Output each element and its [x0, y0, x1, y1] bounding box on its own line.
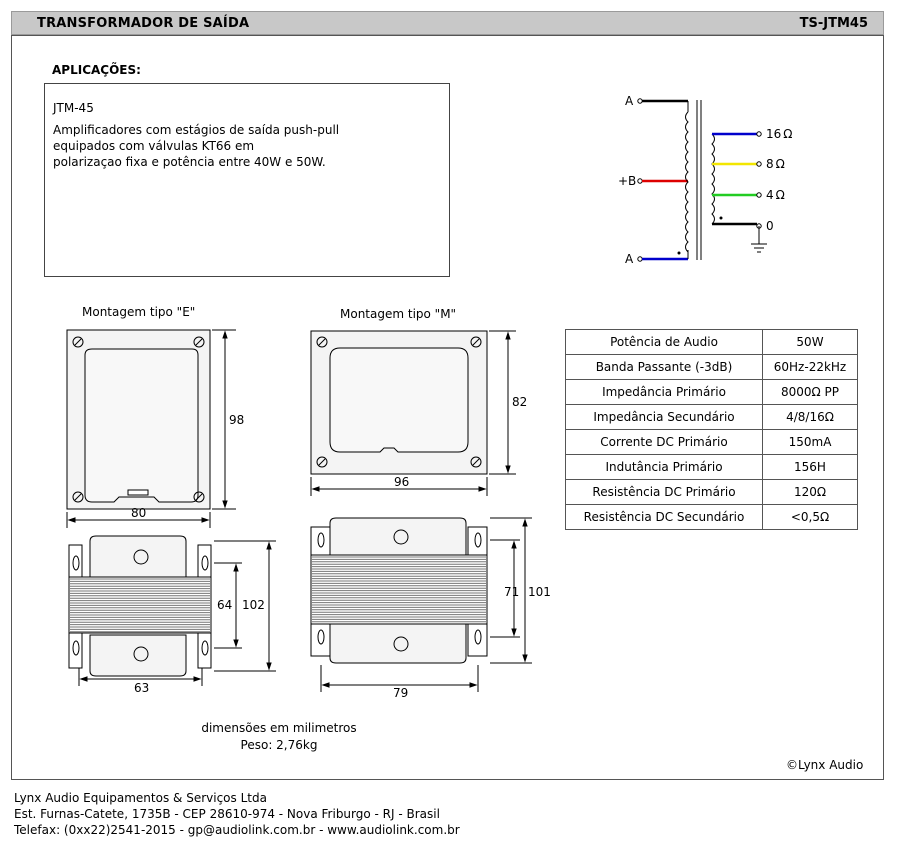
spec-param: Potência de Audio: [565, 329, 763, 355]
tap-16: 16: [766, 127, 781, 141]
applications-line-3: polarizaçao fixa e potência entre 40W e …: [53, 155, 326, 169]
dim-e-width: 80: [131, 506, 146, 520]
svg-text:16Ω: 16Ω: [766, 127, 792, 141]
spec-value: 120Ω: [762, 479, 858, 505]
dim-m-height: 82: [512, 395, 527, 409]
company-name: Lynx Audio Equipamentos & Serviços Ltda: [14, 791, 267, 805]
tap-8: 8: [766, 157, 774, 171]
mounting-e-top-view: [66, 329, 236, 528]
lead-b-plus: +B: [618, 174, 636, 188]
ohm-symbol: Ω: [776, 157, 785, 171]
dimensions-note: dimensões em milimetros Peso: 2,76kg: [196, 720, 362, 754]
spec-param: Impedância Secundário: [565, 404, 763, 430]
spec-param: Resistência DC Secundário: [565, 504, 763, 530]
ohm-symbol: Ω: [776, 188, 785, 202]
mounting-e-side-view: [68, 535, 276, 686]
company-address: Est. Furnas-Catete, 1735B - CEP 28610-97…: [14, 807, 440, 821]
applications-label: APLICAÇÕES:: [52, 63, 141, 77]
applications-box: JTM-45 Amplificadores com estágios de sa…: [44, 83, 450, 277]
spec-value: 4/8/16Ω: [762, 404, 858, 430]
mounting-m-label: Montagem tipo "M": [340, 307, 457, 321]
screw-icon: [193, 491, 205, 503]
spec-param: Corrente DC Primário: [565, 429, 763, 455]
dim-m-width: 96: [394, 475, 409, 489]
spec-value: 60Hz-22kHz: [762, 354, 858, 380]
mounting-m-side-view: [310, 517, 532, 692]
spec-value: 156H: [762, 454, 858, 480]
dim-m-inner-height: 71: [504, 585, 519, 599]
screw-icon: [193, 336, 205, 348]
spec-value: 50W: [762, 329, 858, 355]
screw-icon: [72, 336, 84, 348]
dim-m-bottom-width: 79: [393, 686, 408, 700]
weight-text: Peso: 2,76kg: [240, 738, 318, 752]
tap-0: 0: [766, 219, 774, 233]
spec-value: <0,5Ω: [762, 504, 858, 530]
dim-e-bottom-width: 63: [134, 681, 149, 695]
svg-text:4Ω: 4Ω: [766, 188, 785, 202]
spec-row: Resistência DC Secundário<0,5Ω: [565, 504, 858, 530]
applications-model: JTM-45: [53, 101, 94, 115]
tap-4: 4: [766, 188, 774, 202]
spec-param: Resistência DC Primário: [565, 479, 763, 505]
screw-icon: [72, 491, 84, 503]
spec-param: Indutância Primário: [565, 454, 763, 480]
header-bar: TRANSFORMADOR DE SAÍDA TS-JTM45: [11, 11, 884, 35]
applications-line-2: equipados com válvulas KT66 em: [53, 139, 255, 153]
screw-icon: [316, 456, 328, 468]
footer: Lynx Audio Equipamentos & Serviços Ltda …: [14, 790, 460, 838]
ohm-symbol: Ω: [783, 127, 792, 141]
lead-a-top: A: [625, 94, 634, 108]
spec-param: Banda Passante (-3dB): [565, 354, 763, 380]
spec-row: Banda Passante (-3dB)60Hz-22kHz: [565, 354, 858, 380]
dim-e-outer-height: 102: [242, 598, 265, 612]
spec-param: Impedância Primário: [565, 379, 763, 405]
mounting-e-label: Montagem tipo "E": [82, 305, 196, 319]
dim-e-height: 98: [229, 413, 244, 427]
screw-icon: [316, 336, 328, 348]
document-title: TRANSFORMADOR DE SAÍDA: [37, 16, 250, 31]
mounting-m-top-view: [310, 330, 516, 496]
svg-text:8Ω: 8Ω: [766, 157, 785, 171]
datasheet-frame: [11, 35, 884, 780]
applications-line-1: Amplificadores com estágios de saída pus…: [53, 123, 340, 137]
company-contact: Telefax: (0xx22)2541-2015 - gp@audiolink…: [14, 823, 460, 837]
dim-e-inner-height: 64: [217, 598, 232, 612]
dim-m-outer-height: 101: [528, 585, 551, 599]
dimensions-unit-text: dimensões em milimetros: [201, 721, 357, 735]
spec-value: 150mA: [762, 429, 858, 455]
product-code: TS-JTM45: [799, 16, 868, 31]
lead-a-bottom: A: [625, 252, 634, 266]
screw-icon: [470, 336, 482, 348]
screw-icon: [470, 456, 482, 468]
copyright-label: ©Lynx Audio: [786, 758, 864, 772]
spec-value: 8000Ω PP: [762, 379, 858, 405]
